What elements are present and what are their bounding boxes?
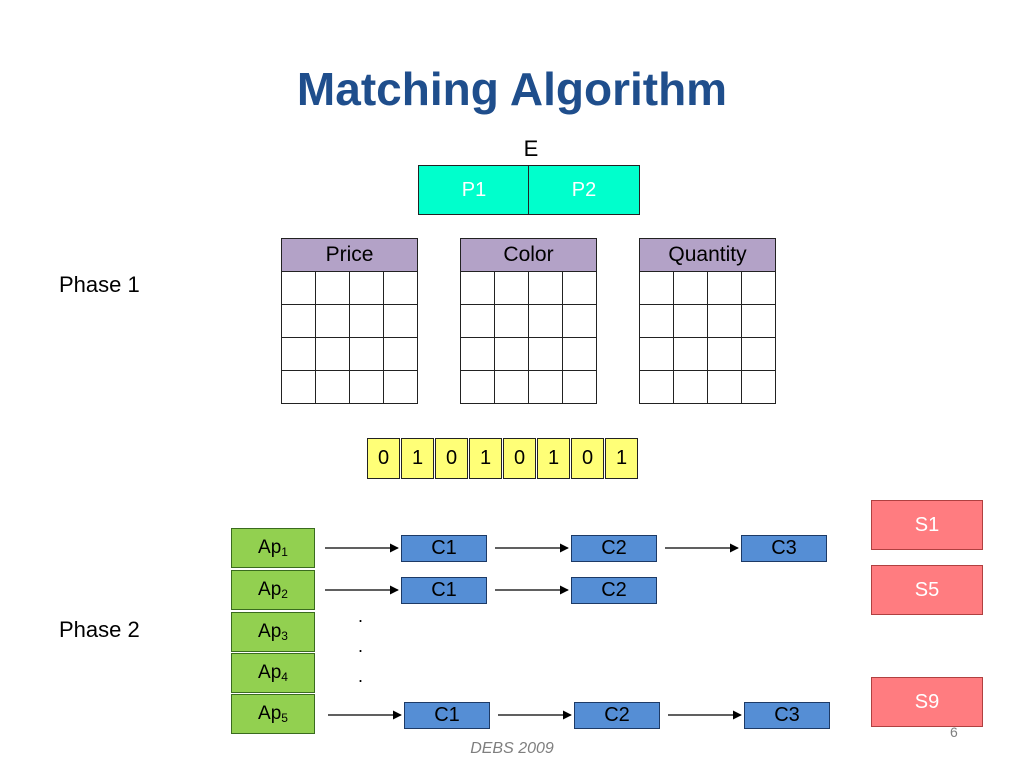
bit-cell: 0 [571, 438, 604, 479]
chain-1-c1: C1 [401, 535, 487, 562]
color-table: Color [460, 238, 597, 404]
chain-3-c1: C1 [404, 702, 490, 729]
phase-2-label: Phase 2 [59, 617, 140, 642]
chain-1-c3: C3 [741, 535, 827, 562]
chain-1-c2: C2 [571, 535, 657, 562]
chain-2-c2: C2 [571, 577, 657, 604]
bit-cell: 0 [503, 438, 536, 479]
bit-cell: 1 [401, 438, 434, 479]
bit-cell: 1 [469, 438, 502, 479]
bit-cell: 1 [537, 438, 570, 479]
bit-cell: 1 [605, 438, 638, 479]
event-label: E [523, 136, 539, 161]
quantity-table: Quantity [639, 238, 776, 404]
phase-1-label: Phase 1 [59, 272, 140, 297]
price-table: Price [281, 238, 418, 404]
color-table-header: Color [460, 238, 597, 272]
chain-3-c3: C3 [744, 702, 830, 729]
ellipsis-dot: . [358, 606, 364, 626]
page-number: 6 [950, 724, 958, 740]
event-part-p2: P2 [528, 165, 640, 215]
chain-2-c1: C1 [401, 577, 487, 604]
bit-cell: 0 [367, 438, 400, 479]
bit-cell: 0 [435, 438, 468, 479]
subscription-s5: S5 [871, 565, 983, 615]
footer-text: DEBS 2009 [470, 740, 554, 757]
chain-3-c2: C2 [574, 702, 660, 729]
price-table-header: Price [281, 238, 418, 272]
subscription-s9: S9 [871, 677, 983, 727]
ellipsis-dot: . [358, 636, 364, 656]
event-part-p1: P1 [418, 165, 530, 215]
bit-vector: 0 1 0 1 0 1 0 1 [367, 438, 639, 479]
ellipsis-dot: . [358, 666, 364, 686]
subscription-s1: S1 [871, 500, 983, 550]
quantity-table-header: Quantity [639, 238, 776, 272]
slide-title: Matching Algorithm [296, 63, 728, 115]
